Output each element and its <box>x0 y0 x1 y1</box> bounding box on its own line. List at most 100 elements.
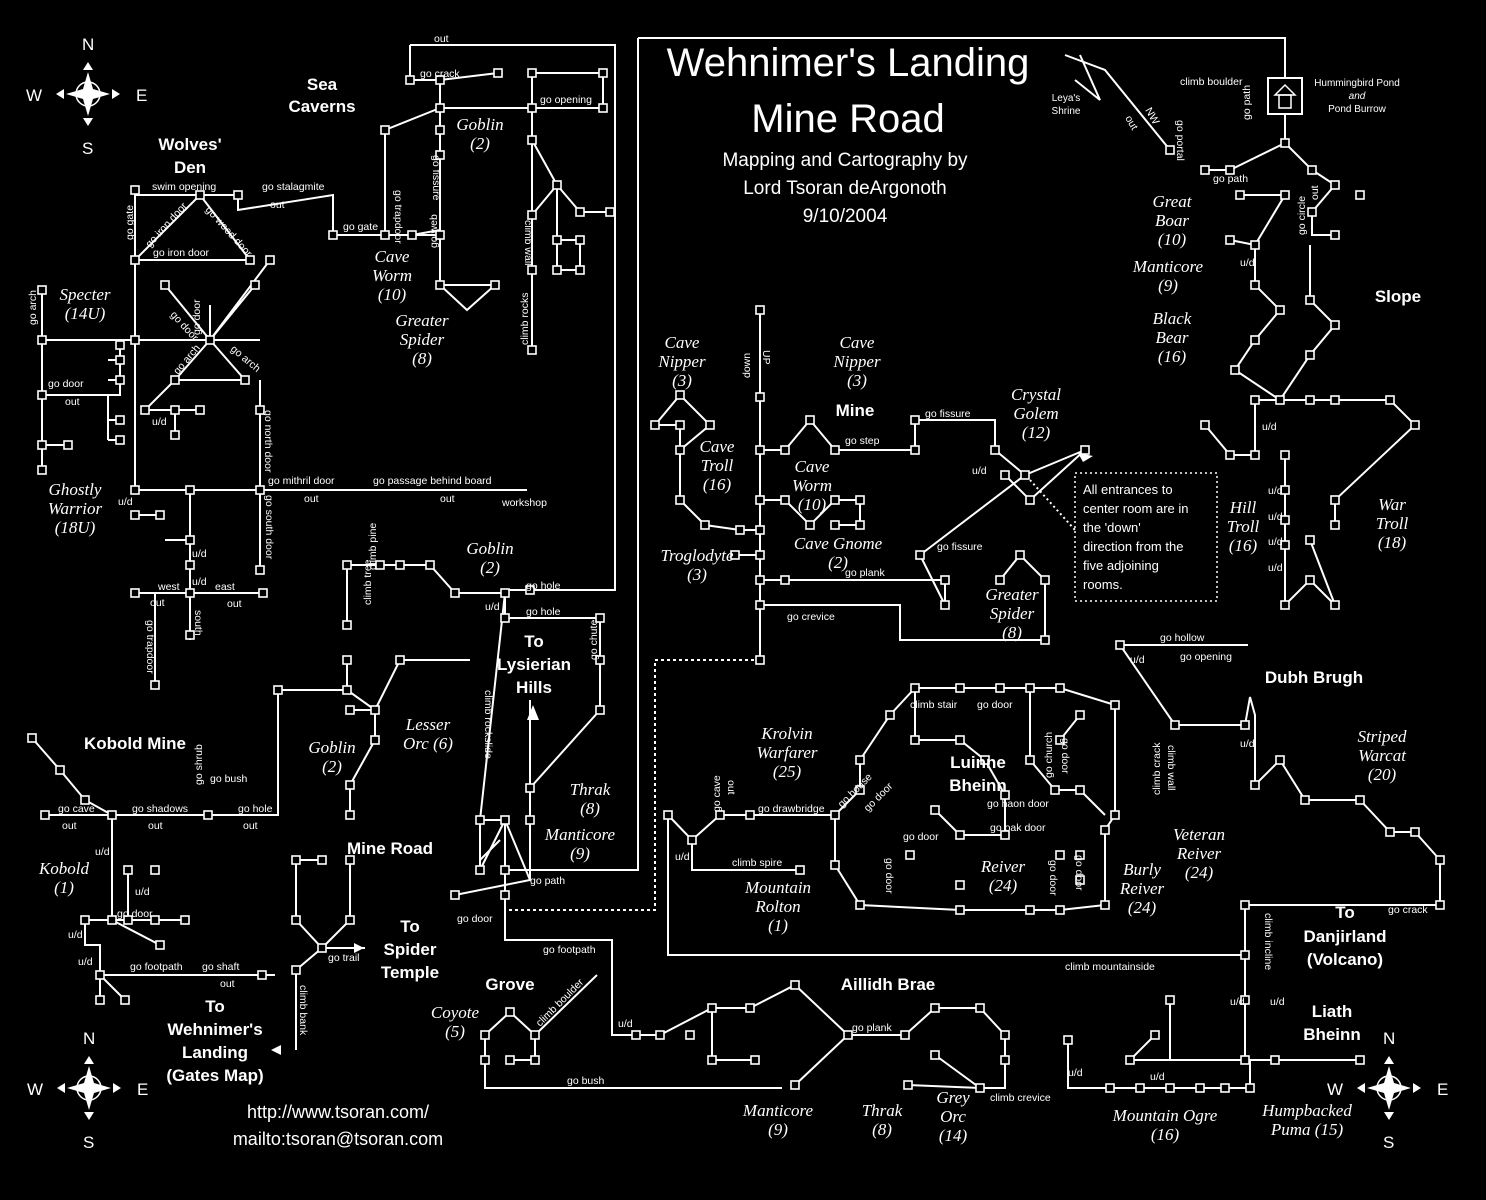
map-room[interactable] <box>123 865 133 875</box>
map-room[interactable] <box>1435 855 1445 865</box>
map-room[interactable] <box>1385 395 1395 405</box>
map-room[interactable] <box>940 575 950 585</box>
map-room[interactable] <box>1075 785 1085 795</box>
map-room[interactable] <box>345 915 355 925</box>
map-room[interactable] <box>855 755 865 765</box>
map-room[interactable] <box>500 815 510 825</box>
map-room[interactable] <box>435 103 445 113</box>
map-room[interactable] <box>345 810 355 820</box>
map-room[interactable] <box>500 865 510 875</box>
map-room[interactable] <box>1025 905 1035 915</box>
map-room[interactable] <box>505 1007 515 1017</box>
map-room[interactable] <box>1165 1083 1175 1093</box>
map-room[interactable] <box>525 783 535 793</box>
map-room[interactable] <box>500 890 510 900</box>
map-room[interactable] <box>107 915 117 925</box>
map-room[interactable] <box>345 855 355 865</box>
map-room[interactable] <box>745 810 755 820</box>
map-room[interactable] <box>755 305 765 315</box>
map-room[interactable] <box>435 230 445 240</box>
map-room[interactable] <box>830 810 840 820</box>
map-room[interactable] <box>1240 995 1250 1005</box>
map-room[interactable] <box>1025 495 1035 505</box>
exit-wehnimers[interactable]: To <box>205 997 225 1016</box>
map-room[interactable] <box>342 620 352 630</box>
map-room[interactable] <box>258 588 268 598</box>
map-room[interactable] <box>130 185 140 195</box>
map-room[interactable] <box>342 655 352 665</box>
map-room[interactable] <box>755 575 765 585</box>
map-room[interactable] <box>830 495 840 505</box>
exit-wehnimers-2[interactable]: Wehnimer's <box>167 1020 262 1039</box>
map-room[interactable] <box>115 415 125 425</box>
map-room[interactable] <box>675 445 685 455</box>
email-link[interactable]: mailto:tsoran@tsoran.com <box>233 1129 443 1149</box>
map-room[interactable] <box>380 125 390 135</box>
map-room[interactable] <box>1305 295 1315 305</box>
map-room[interactable] <box>1135 1083 1145 1093</box>
map-room[interactable] <box>480 1055 490 1065</box>
map-room[interactable] <box>185 535 195 545</box>
map-room[interactable] <box>755 445 765 455</box>
exit-lysierian[interactable]: To <box>524 632 544 651</box>
map-room[interactable] <box>291 965 301 975</box>
map-room[interactable] <box>780 445 790 455</box>
map-room[interactable] <box>1330 180 1340 190</box>
map-room[interactable] <box>830 520 840 530</box>
map-room[interactable] <box>185 588 195 598</box>
map-room[interactable] <box>605 207 615 217</box>
map-room[interactable] <box>140 405 150 415</box>
map-room[interactable] <box>107 810 117 820</box>
map-room[interactable] <box>595 705 605 715</box>
map-room[interactable] <box>240 375 250 385</box>
map-room[interactable] <box>675 420 685 430</box>
map-room[interactable] <box>1020 470 1030 480</box>
map-room[interactable] <box>1165 995 1175 1005</box>
map-room[interactable] <box>490 280 500 290</box>
map-room[interactable] <box>1165 145 1175 155</box>
exit-danjirland[interactable]: To <box>1335 903 1355 922</box>
map-room[interactable] <box>130 485 140 495</box>
map-room[interactable] <box>707 1003 717 1013</box>
map-room[interactable] <box>930 1050 940 1060</box>
map-room[interactable] <box>530 1055 540 1065</box>
map-room[interactable] <box>170 375 180 385</box>
map-room[interactable] <box>185 630 195 640</box>
map-room[interactable] <box>598 68 608 78</box>
map-room[interactable] <box>955 735 965 745</box>
map-room[interactable] <box>185 485 195 495</box>
map-room[interactable] <box>1000 470 1010 480</box>
map-room[interactable] <box>155 940 165 950</box>
map-room[interactable] <box>855 785 865 795</box>
map-room[interactable] <box>475 815 485 825</box>
map-room[interactable] <box>27 733 37 743</box>
map-room[interactable] <box>955 683 965 693</box>
map-room[interactable] <box>63 440 73 450</box>
map-room[interactable] <box>80 915 90 925</box>
map-room[interactable] <box>1330 600 1340 610</box>
exit-spider-temple-3[interactable]: Temple <box>381 963 439 982</box>
map-room[interactable] <box>380 230 390 240</box>
map-room[interactable] <box>130 588 140 598</box>
map-room[interactable] <box>450 890 460 900</box>
map-room[interactable] <box>1250 280 1260 290</box>
map-room[interactable] <box>990 445 1000 455</box>
map-room[interactable] <box>203 810 213 820</box>
map-room[interactable] <box>843 1030 853 1040</box>
map-room[interactable] <box>255 405 265 415</box>
map-room[interactable] <box>885 710 895 720</box>
map-room[interactable] <box>150 915 160 925</box>
exit-wehnimers-4[interactable]: (Gates Map) <box>166 1066 263 1085</box>
map-room[interactable] <box>1200 165 1210 175</box>
map-room[interactable] <box>37 465 47 475</box>
map-room[interactable] <box>1280 190 1290 200</box>
map-room[interactable] <box>905 850 915 860</box>
map-room[interactable] <box>120 995 130 1005</box>
map-room[interactable] <box>1105 1083 1115 1093</box>
map-room[interactable] <box>155 510 165 520</box>
map-room[interactable] <box>1235 190 1245 200</box>
map-room[interactable] <box>245 255 255 265</box>
map-room[interactable] <box>1025 683 1035 693</box>
map-room[interactable] <box>1355 190 1365 200</box>
map-room[interactable] <box>1270 1055 1280 1065</box>
